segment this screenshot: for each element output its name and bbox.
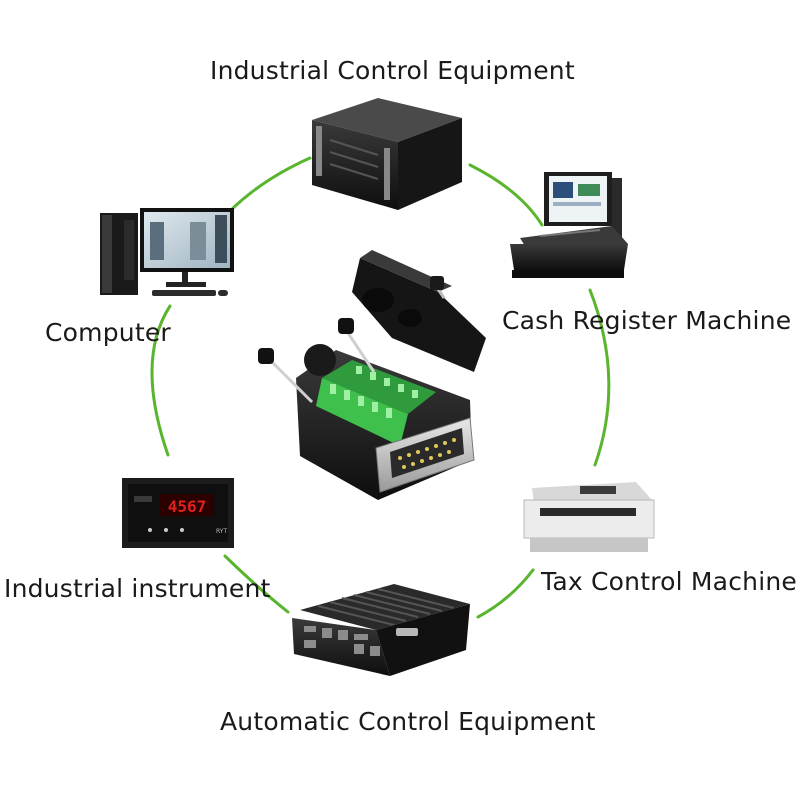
computer-image <box>100 208 234 296</box>
ring-arc-bottom-left <box>223 554 290 614</box>
tax-control-printer-image <box>523 482 655 552</box>
meter-display-text: 4567 <box>168 497 207 516</box>
label-industrial-control-equipment: Industrial Control Equipment <box>210 56 575 85</box>
rack-server-image <box>312 98 462 210</box>
ring-arc-top-left <box>231 156 312 210</box>
panel-meter-image: 4567 RYT <box>122 478 234 548</box>
label-automatic-control-equipment: Automatic Control Equipment <box>220 707 596 736</box>
cash-register-image <box>510 172 628 278</box>
connection-ring <box>150 156 611 619</box>
ring-arc-right <box>588 288 611 467</box>
label-cash-register-machine: Cash Register Machine <box>502 306 792 335</box>
ring-arc-bottom-right <box>476 568 535 619</box>
label-industrial-instrument: Industrial instrument <box>4 574 271 603</box>
label-computer: Computer <box>45 318 171 347</box>
label-tax-control-machine: Tax Control Machine <box>541 567 797 596</box>
fanless-box-pc-image <box>292 584 470 676</box>
meter-brand-text: RYT <box>216 528 227 535</box>
db25-breakout-connector-image <box>258 250 486 500</box>
ring-arc-top-right <box>468 163 544 227</box>
ring-arc-left <box>150 304 172 457</box>
